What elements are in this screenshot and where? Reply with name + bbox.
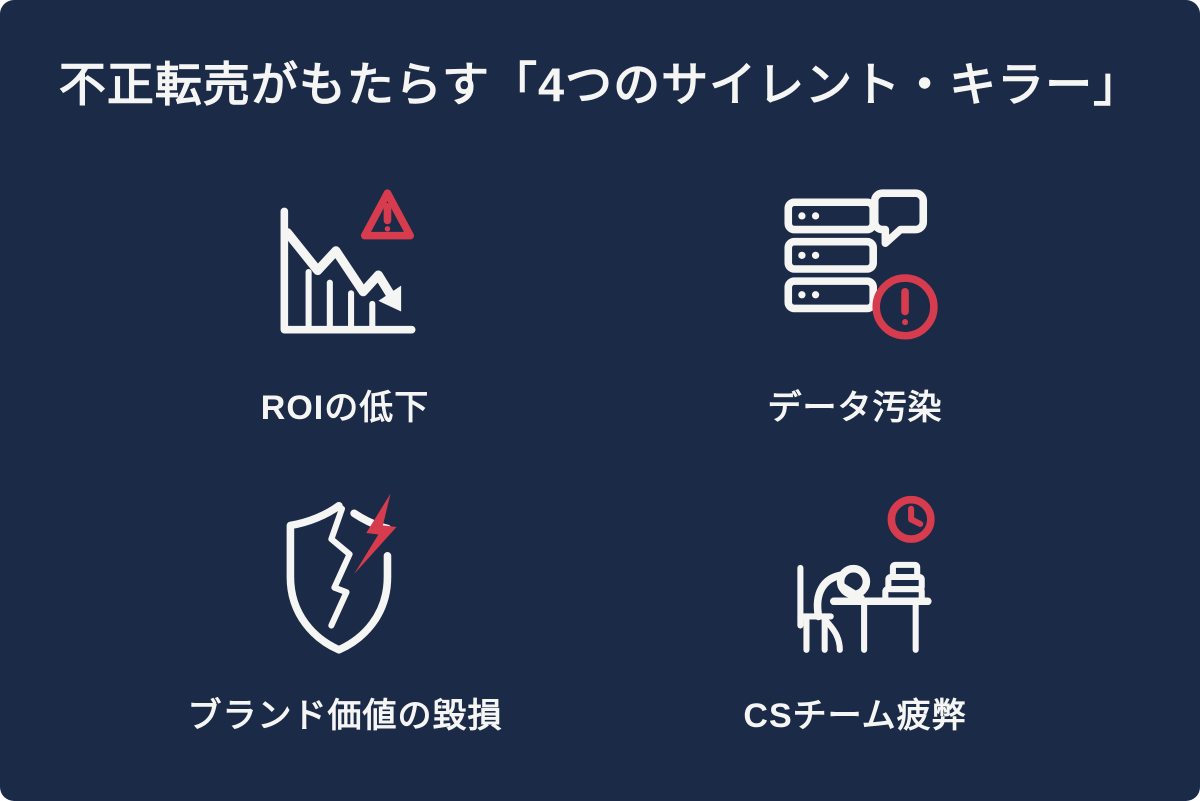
broken-shield-lightning-icon	[254, 486, 436, 668]
label-brand-damage: ブランド価値の毀損	[187, 696, 503, 735]
quadrant-roi-decline: ROIの低下	[90, 150, 600, 458]
quadrant-brand-damage: ブランド価値の毀損	[90, 458, 600, 766]
label-cs-fatigue: CSチーム疲弊	[743, 696, 967, 735]
label-roi-decline: ROIの低下	[260, 389, 430, 428]
label-data-pollution: データ汚染	[767, 389, 943, 428]
database-alert-icon	[764, 178, 946, 360]
page-title: 不正転売がもたらす「4つのサイレント・キラー」	[58, 58, 1142, 111]
quadrant-grid: ROIの低下	[0, 150, 1200, 801]
tired-worker-clock-icon	[764, 486, 946, 668]
quadrant-cs-fatigue: CSチーム疲弊	[600, 458, 1110, 766]
declining-chart-warning-icon	[254, 178, 436, 360]
quadrant-data-pollution: データ汚染	[600, 150, 1110, 458]
